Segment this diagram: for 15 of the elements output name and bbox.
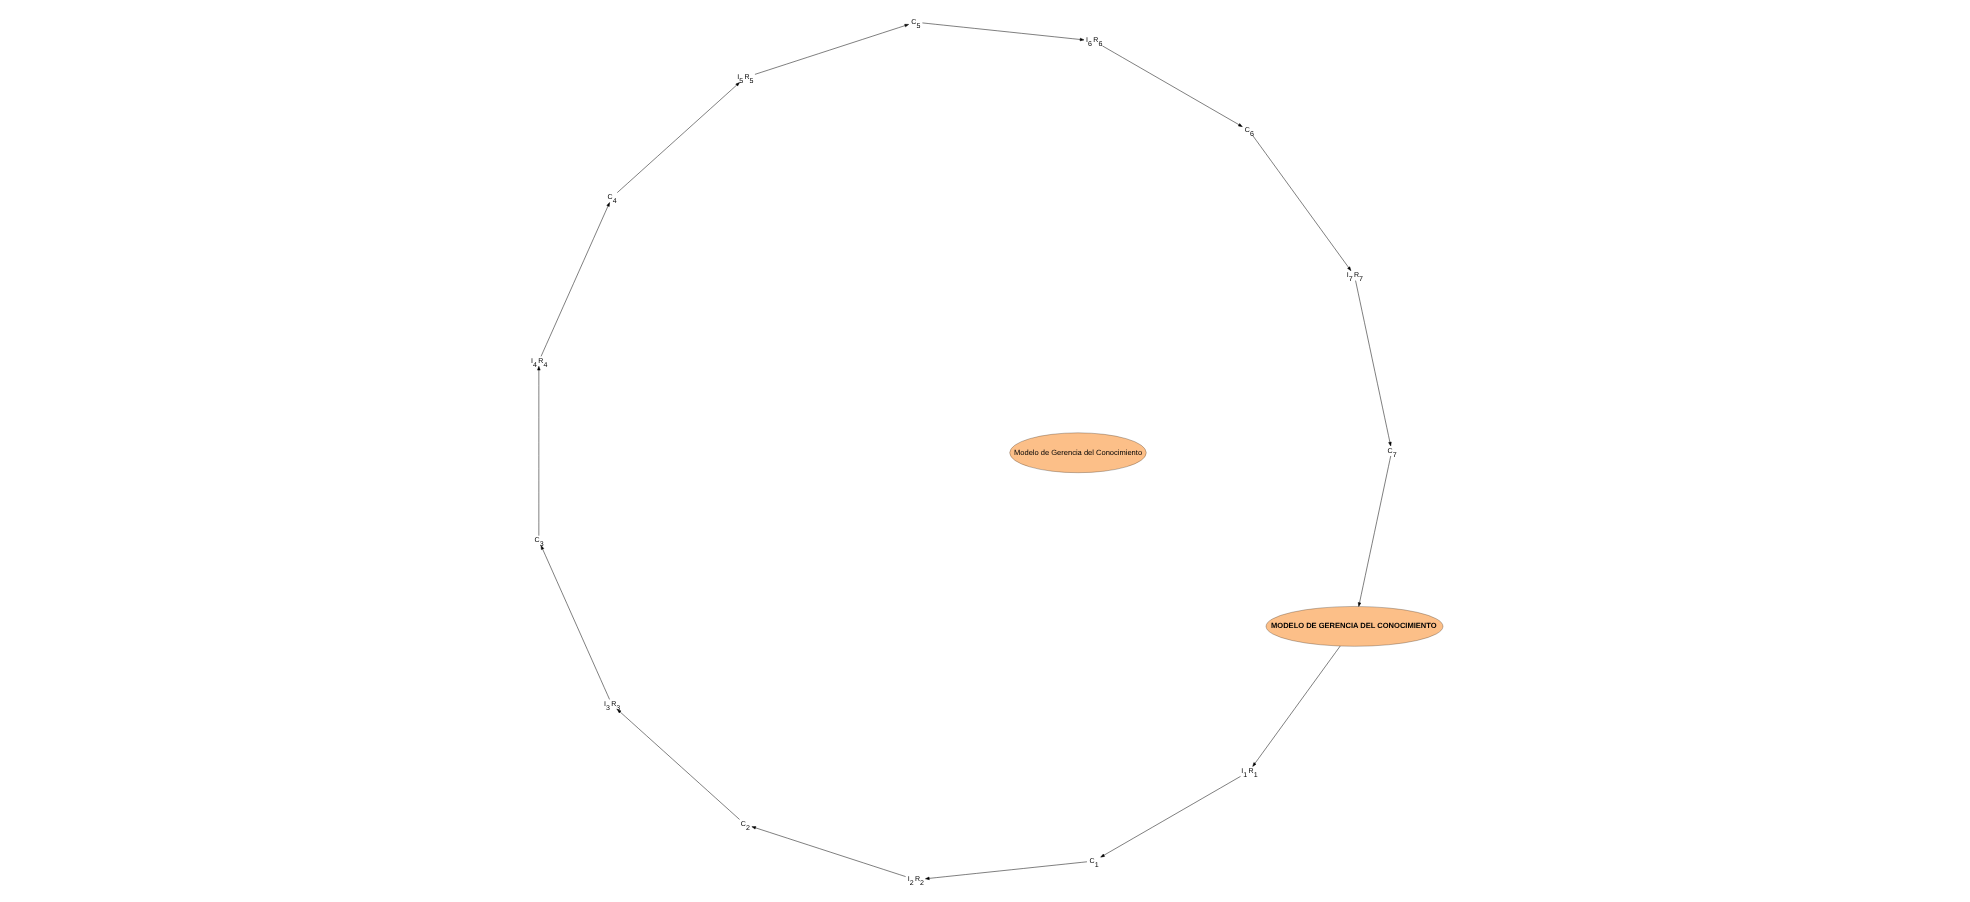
arrow (924, 861, 1087, 880)
arrow (616, 709, 739, 820)
arrow (750, 826, 905, 877)
arrow (921, 22, 1084, 42)
arrow (539, 545, 609, 700)
arrow (1251, 135, 1351, 271)
arrow (753, 24, 908, 75)
arrow (1251, 645, 1340, 767)
arrow (1099, 776, 1240, 858)
arrow (539, 202, 609, 357)
arrow (616, 82, 739, 193)
arrow (1357, 455, 1390, 607)
arrow (1354, 280, 1391, 447)
arrow (1101, 45, 1242, 127)
arrow (536, 366, 540, 536)
